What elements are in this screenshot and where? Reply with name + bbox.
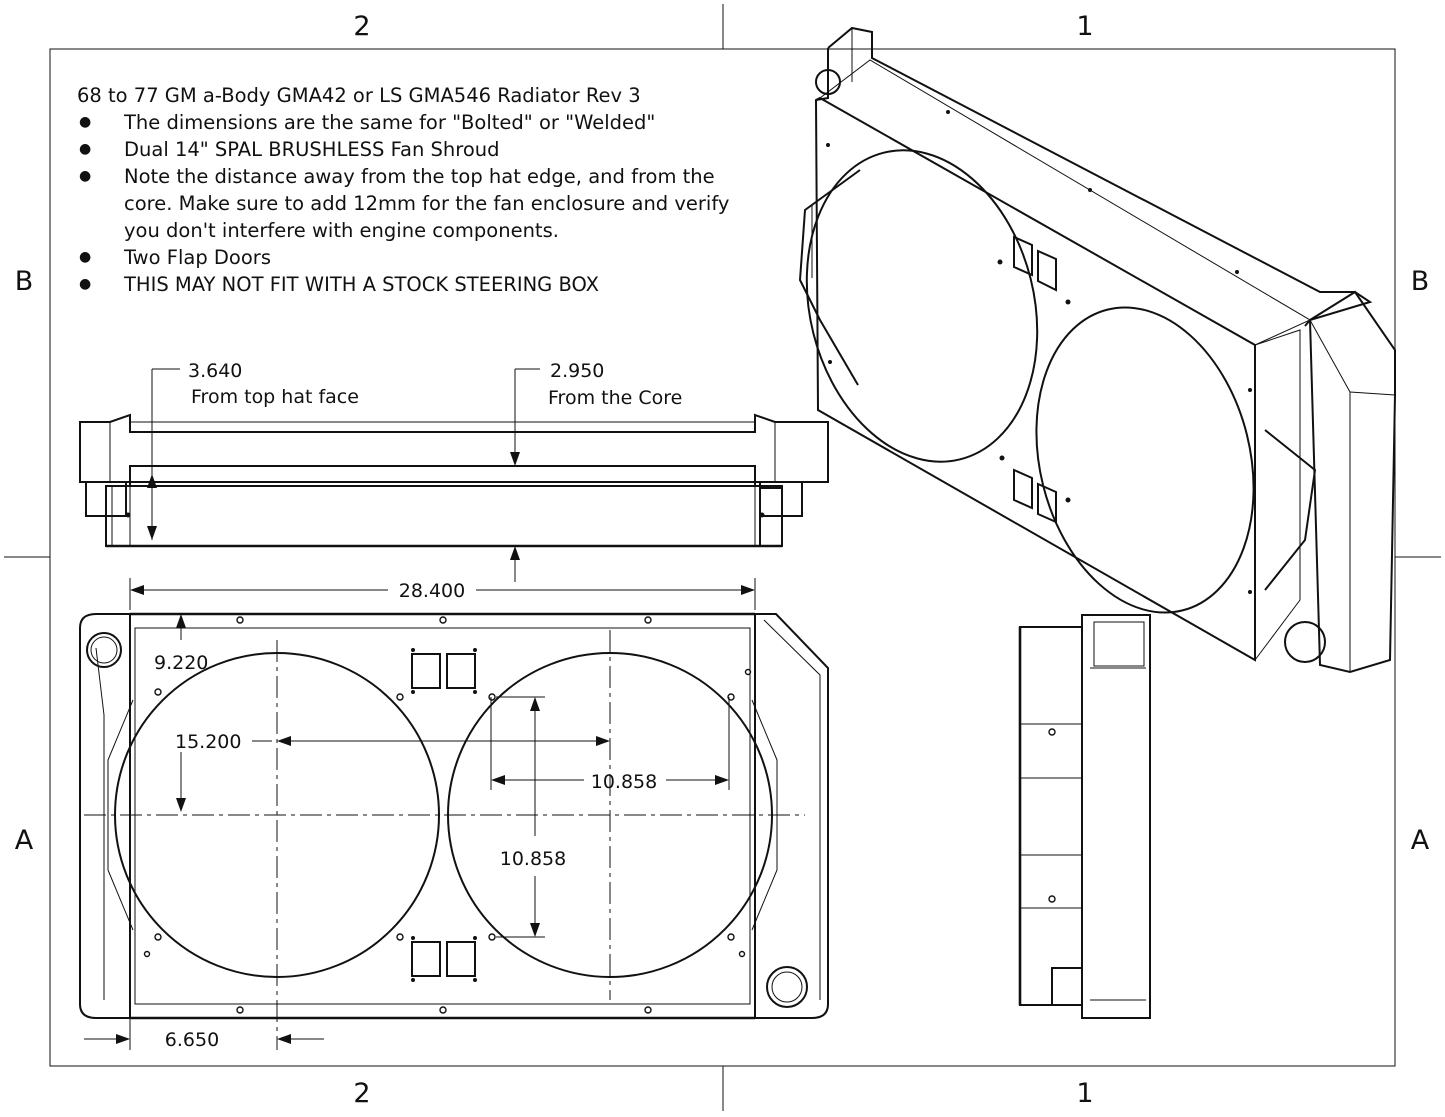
zone-label-right-upper: B bbox=[1411, 266, 1430, 297]
dim-left-offset: 6.650 bbox=[165, 1029, 219, 1051]
zone-label-left-upper: B bbox=[15, 266, 34, 297]
dim-core-label: From the Core bbox=[548, 387, 682, 409]
zone-label-left-lower: A bbox=[15, 825, 34, 856]
sheet-frame bbox=[4, 4, 1441, 1111]
zone-label-top-right: 1 bbox=[1076, 11, 1093, 42]
notes-block: 68 to 77 GM a-Body GMA42 or LS GMA546 Ra… bbox=[77, 82, 797, 298]
mounting-holes bbox=[143, 616, 752, 1014]
note-item: The dimensions are the same for "Bolted"… bbox=[77, 109, 797, 136]
zone-label-right-lower: A bbox=[1411, 825, 1430, 856]
zone-label-top-left: 2 bbox=[353, 11, 370, 42]
dim-core-value: 2.950 bbox=[550, 360, 604, 382]
front-view-dimensions bbox=[84, 578, 756, 1050]
dim-fan-spacing-vertical: 10.858 bbox=[500, 848, 566, 870]
top-view bbox=[79, 413, 829, 548]
notes-title: 68 to 77 GM a-Body GMA42 or LS GMA546 Ra… bbox=[77, 84, 641, 107]
note-item: Two Flap Doors bbox=[77, 244, 797, 271]
dim-fan-spacing-horizontal: 10.858 bbox=[591, 771, 657, 793]
dim-overall-width: 28.400 bbox=[399, 580, 465, 602]
zone-label-bottom-right: 1 bbox=[1076, 1078, 1093, 1109]
note-item: THIS MAY NOT FIT WITH A STOCK STEERING B… bbox=[77, 271, 797, 298]
dim-top-hat-value: 3.640 bbox=[188, 360, 242, 382]
side-view bbox=[1018, 614, 1151, 1019]
note-item: Note the distance away from the top hat … bbox=[77, 163, 797, 244]
note-item: Dual 14" SPAL BRUSHLESS Fan Shroud bbox=[77, 136, 797, 163]
dim-top-hat-label: From top hat face bbox=[191, 386, 359, 408]
notes-list: The dimensions are the same for "Bolted"… bbox=[77, 109, 797, 298]
front-view bbox=[79, 612, 829, 1050]
isometric-view bbox=[798, 26, 1396, 674]
top-view-dimensions bbox=[147, 368, 760, 582]
zone-label-bottom-left: 2 bbox=[353, 1078, 370, 1109]
dim-vertical-offset: 9.220 bbox=[154, 652, 208, 674]
dim-fan-center-left: 15.200 bbox=[175, 731, 241, 753]
